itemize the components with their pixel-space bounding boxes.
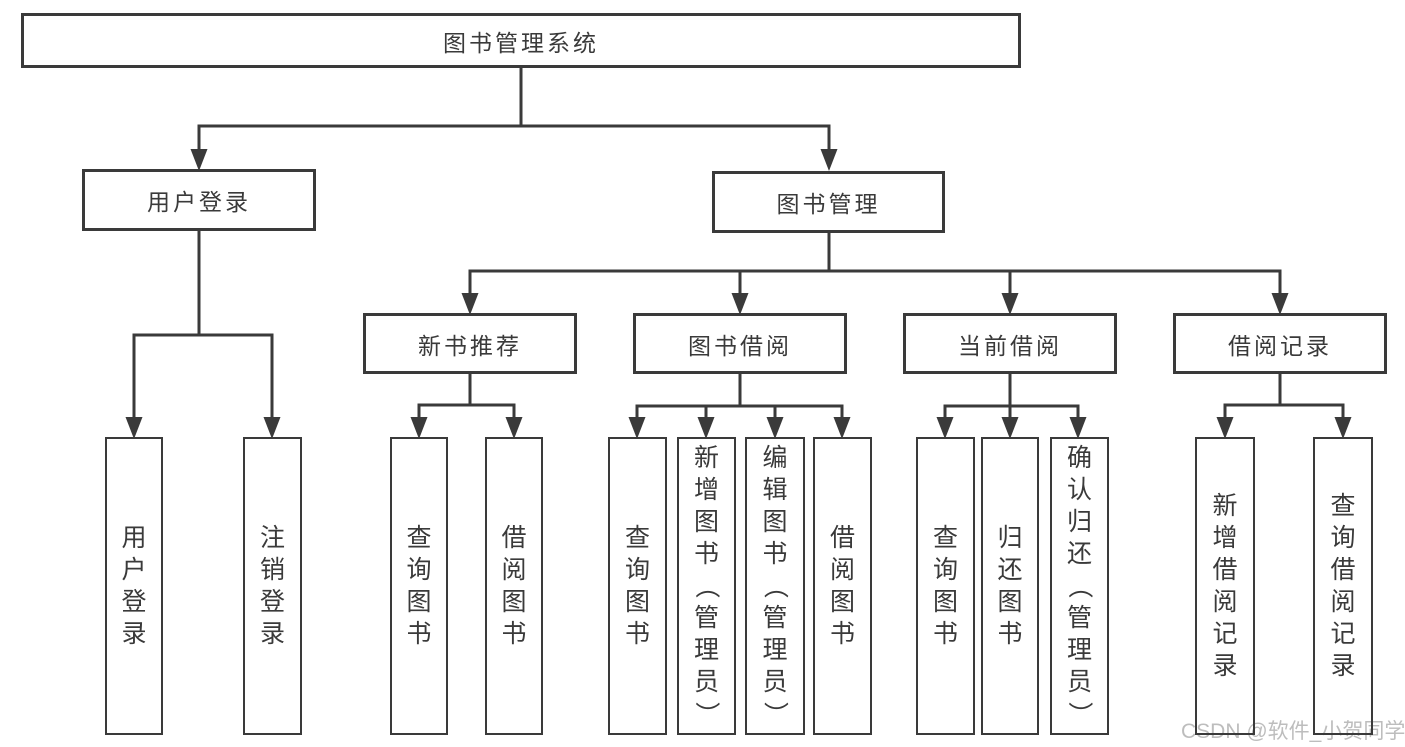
label-char: 归 <box>1066 508 1092 536</box>
node-leaf-confirm-return: 确认归还 （ 管理员 ） <box>1050 437 1109 735</box>
label-char: 书 <box>762 540 788 568</box>
label-char: 借 <box>501 524 527 552</box>
label-char: ） <box>1065 701 1094 727</box>
label-char: 辑 <box>762 476 788 504</box>
label-char: 图 <box>997 588 1023 616</box>
label-char: 查 <box>932 524 958 552</box>
node-leaf-borrow-books-1: 借阅图书 <box>485 437 543 735</box>
label-char: 书 <box>997 620 1023 648</box>
label-char: 图 <box>406 588 432 616</box>
label-char: 确 <box>1066 444 1092 472</box>
node-leaf-edit-books: 编辑图书 （ 管理员 ） <box>745 437 805 735</box>
csdn-watermark: CSDN @软件_小贺同学 <box>1181 720 1405 743</box>
label-char: 询 <box>1330 524 1356 552</box>
label-char: 用 <box>121 524 147 552</box>
label-char: 增 <box>693 476 719 504</box>
label-char: 记 <box>1212 620 1238 648</box>
label-char: 阅 <box>1212 588 1238 616</box>
label-char: 图 <box>693 508 719 536</box>
label-char: 查 <box>1330 492 1356 520</box>
label-char: 理 <box>693 636 719 664</box>
label-char: 员 <box>762 668 788 696</box>
label-char: 书 <box>406 620 432 648</box>
node-borrowing-records: 借阅记录 <box>1173 313 1387 374</box>
node-leaf-user-login: 用户登录 <box>105 437 163 735</box>
label-char: ） <box>692 701 721 727</box>
node-label: 新书推荐 <box>418 332 522 359</box>
node-leaf-query-borrow-record: 查询借阅记录 <box>1313 437 1373 735</box>
node-leaf-query-books-3: 查询图书 <box>916 437 975 735</box>
label-char: 图 <box>762 508 788 536</box>
label-char: 询 <box>406 556 432 584</box>
node-label: 图书借阅 <box>688 332 792 359</box>
label-char: 还 <box>997 556 1023 584</box>
label-char: 图 <box>624 588 650 616</box>
node-user-login: 用户登录 <box>82 169 316 231</box>
label-char: 录 <box>259 620 285 648</box>
label-char: 理 <box>1066 636 1092 664</box>
node-leaf-query-books-2: 查询图书 <box>608 437 667 735</box>
label-char: 书 <box>501 620 527 648</box>
label-char: 借 <box>1212 556 1238 584</box>
node-label: 图书管理 <box>776 191 881 217</box>
node-new-book-recommend: 新书推荐 <box>363 313 577 374</box>
label-char: 查 <box>624 524 650 552</box>
label-char: 询 <box>932 556 958 584</box>
node-leaf-borrow-books-2: 借阅图书 <box>813 437 872 735</box>
label-char: 注 <box>259 524 285 552</box>
node-label: 用户登录 <box>147 189 251 215</box>
label-char: 查 <box>406 524 432 552</box>
label-char: ） <box>761 701 789 727</box>
label-char: 阅 <box>501 556 527 584</box>
label-char: 书 <box>829 620 855 648</box>
label-char: 户 <box>121 556 147 584</box>
node-leaf-add-borrow-record: 新增借阅记录 <box>1195 437 1255 735</box>
label-char: 员 <box>693 668 719 696</box>
label-char: 编 <box>762 444 788 472</box>
label-char: 登 <box>121 588 147 616</box>
label-char: 书 <box>624 620 650 648</box>
label-char: （ <box>1065 573 1094 599</box>
label-char: 书 <box>932 620 958 648</box>
node-root: 图书管理系统 <box>21 13 1021 68</box>
label-char: 认 <box>1066 476 1092 504</box>
node-current-borrowing: 当前借阅 <box>903 313 1117 374</box>
node-book-management: 图书管理 <box>712 171 945 233</box>
label-char: 图 <box>501 588 527 616</box>
label-char: 阅 <box>829 556 855 584</box>
node-leaf-add-books: 新增图书 （ 管理员 ） <box>677 437 736 735</box>
label-char: 图 <box>932 588 958 616</box>
node-leaf-query-books-1: 查询图书 <box>390 437 448 735</box>
label-char: （ <box>761 573 789 599</box>
label-char: 图 <box>829 588 855 616</box>
label-char: （ <box>692 573 721 599</box>
label-char: 借 <box>1330 556 1356 584</box>
label-char: 借 <box>829 524 855 552</box>
node-label: 当前借阅 <box>958 332 1062 359</box>
label-char: 销 <box>259 556 285 584</box>
node-leaf-logout: 注销登录 <box>243 437 302 735</box>
label-char: 书 <box>693 540 719 568</box>
label-char: 新 <box>693 444 719 472</box>
node-label: 借阅记录 <box>1228 332 1332 359</box>
node-label: 图书管理系统 <box>443 29 599 56</box>
label-char: 员 <box>1066 668 1092 696</box>
label-char: 管 <box>762 604 788 632</box>
label-char: 阅 <box>1330 588 1356 616</box>
label-char: 登 <box>259 588 285 616</box>
label-char: 增 <box>1212 524 1238 552</box>
label-char: 新 <box>1212 492 1238 520</box>
node-book-borrowing: 图书借阅 <box>633 313 847 374</box>
label-char: 记 <box>1330 620 1356 648</box>
label-char: 管 <box>1066 604 1092 632</box>
node-leaf-return-books: 归还图书 <box>981 437 1039 735</box>
label-char: 询 <box>624 556 650 584</box>
label-char: 归 <box>997 524 1023 552</box>
label-char: 管 <box>693 604 719 632</box>
label-char: 录 <box>1330 652 1356 680</box>
label-char: 还 <box>1066 540 1092 568</box>
label-char: 理 <box>762 636 788 664</box>
label-char: 录 <box>121 620 147 648</box>
label-char: 录 <box>1212 652 1238 680</box>
